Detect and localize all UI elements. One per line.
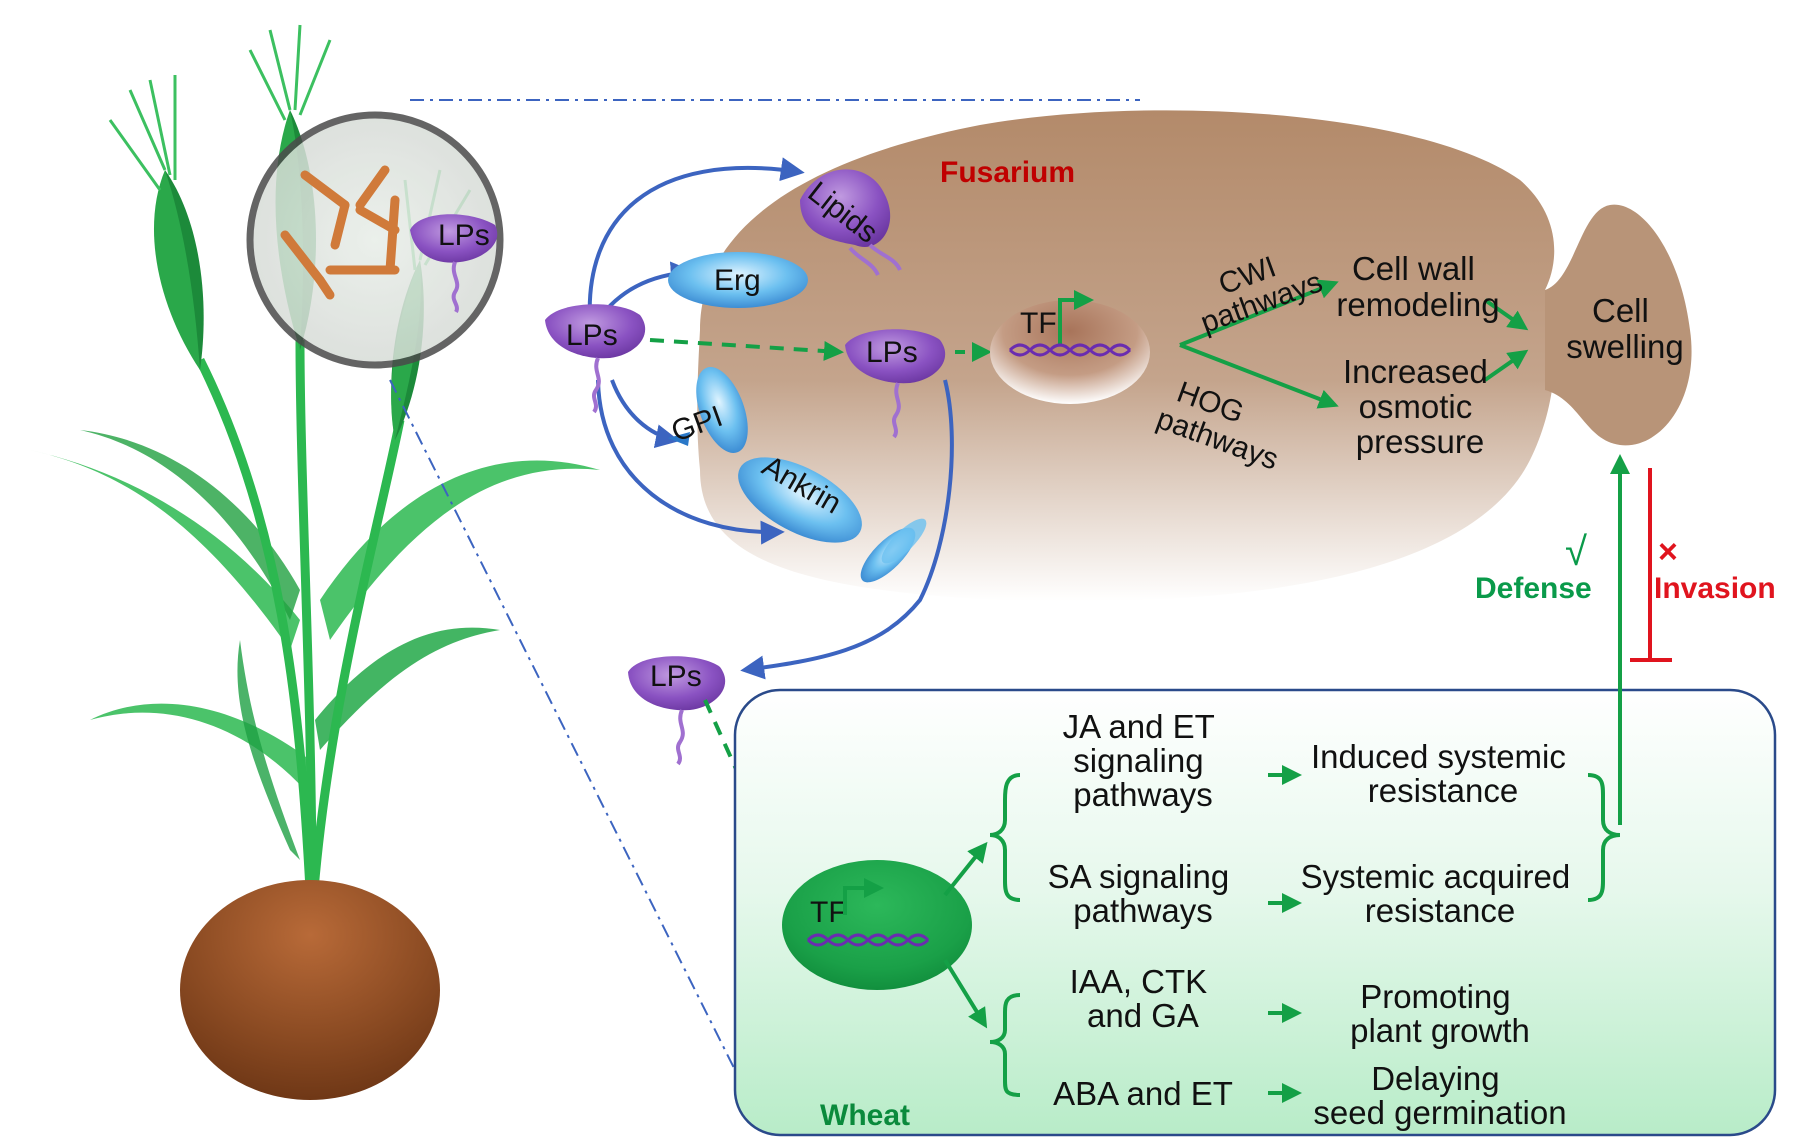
growth-line2: plant growth	[1350, 1012, 1530, 1049]
osmotic-line2: osmotic	[1359, 388, 1473, 425]
stem	[295, 339, 317, 891]
wheat-title: Wheat	[820, 1099, 910, 1132]
germ-line1: Delaying	[1371, 1060, 1499, 1097]
cell-swelling-bud	[1545, 204, 1692, 446]
aba-et: ABA and ET	[1053, 1075, 1233, 1112]
iaa-ctk-ga: IAA, CTK and GA	[1070, 963, 1217, 1034]
membrane-channel	[860, 518, 927, 583]
cell-swelling: Cell swelling	[1566, 292, 1683, 365]
swelling-line2: swelling	[1566, 328, 1683, 365]
leaf	[315, 627, 500, 750]
zoom-lps-label: LPs	[438, 219, 490, 252]
isr-line1: Induced systemic	[1311, 738, 1566, 775]
ja-line3: pathways	[1073, 776, 1212, 813]
erg-label: Erg	[714, 264, 761, 297]
sar-line2: resistance	[1365, 892, 1515, 929]
delaying-seed-germination: Delaying seed germination	[1313, 1060, 1566, 1131]
arrow-to-defense-branch	[943, 841, 988, 897]
increased-osmotic-pressure: Increased osmotic pressure	[1343, 353, 1497, 460]
gpi-anchor: GPI	[667, 367, 748, 453]
arrow-to-lipids	[587, 157, 805, 321]
osmotic-line3: pressure	[1356, 423, 1484, 460]
x-mark: ×	[1658, 533, 1678, 571]
wheat-transcription-start-arrow	[843, 878, 884, 915]
wheat-branch-arrows	[943, 454, 1630, 1103]
fungal-tf-nucleus: TF	[990, 290, 1150, 404]
resistance-bracket	[1587, 773, 1621, 902]
growth-bracket	[989, 993, 1021, 1097]
systemic-acquired-resistance: Systemic acquired resistance	[1301, 858, 1580, 929]
zoom-circle: LPs	[246, 111, 504, 369]
lipopeptide-blob: LPs	[410, 214, 498, 313]
ja-line2: signaling	[1073, 742, 1203, 779]
fusarium-title: Fusarium	[940, 156, 1075, 189]
fungal-pathway-arrows	[1179, 279, 1529, 409]
cell-wall-remodeling: Cell wall remodeling	[1336, 250, 1499, 323]
isr-line2: resistance	[1368, 772, 1518, 809]
check-mark: √	[1565, 530, 1587, 574]
lps-secreted-label: LPs	[650, 660, 702, 693]
ja-line1: JA and ET	[1063, 708, 1215, 745]
zoom-guide-line	[389, 379, 741, 1081]
lps-entry-arrow	[649, 338, 844, 361]
arrow-osmotic-to-swelling	[1483, 349, 1529, 382]
arrow-secretion	[740, 379, 954, 680]
induced-systemic-resistance: Induced systemic resistance	[1311, 738, 1575, 809]
wheat-tf-nucleus: TF	[782, 860, 972, 990]
arrow-to-growth-branch	[943, 958, 988, 1029]
fusarium-hyphae	[280, 165, 400, 300]
arrow-to-gpi	[610, 379, 680, 448]
sa-line2: pathways	[1073, 892, 1212, 929]
wheat-tf-label: TF	[810, 896, 847, 929]
lps-outside-molecule: LPs	[545, 304, 646, 414]
invasion-indicator: × Invasion	[1630, 468, 1776, 662]
defense-label: Defense	[1475, 572, 1592, 605]
ergosterol-molecule: Erg	[668, 252, 808, 308]
transcription-start-arrow	[1058, 290, 1094, 345]
defense-bracket	[989, 773, 1021, 902]
lps-inside-label: LPs	[866, 336, 918, 369]
promoting-plant-growth: Promoting plant growth	[1350, 978, 1530, 1049]
arrow-to-osmotic	[1179, 343, 1339, 409]
leaf	[320, 460, 600, 640]
growth-line1: Promoting	[1360, 978, 1510, 1015]
soil-ball	[180, 880, 440, 1100]
fungal-tf-label: TF	[1020, 307, 1057, 340]
lps-outside-label: LPs	[566, 319, 618, 352]
stem	[195, 357, 315, 891]
lipids-molecule: Lipids	[800, 169, 902, 276]
lps-inside-molecule: LPs	[845, 329, 946, 439]
wheat-ear	[108, 75, 204, 370]
arrow-to-ankrin	[596, 379, 785, 545]
sa-line1: SA signaling	[1048, 858, 1230, 895]
wheat-response-box: Wheat	[733, 688, 1777, 1137]
stem	[309, 419, 405, 891]
defense-indicator: √ Defense	[1475, 530, 1592, 605]
arrow-wall-to-swelling	[1483, 298, 1529, 331]
leaf	[90, 703, 310, 790]
invasion-label: Invasion	[1654, 572, 1776, 605]
arrow-to-cell-wall	[1179, 279, 1339, 347]
cell-wall-line1: Cell wall	[1352, 250, 1475, 287]
ankyrin-protein: Ankrin	[738, 449, 862, 543]
sa-signaling: SA signaling pathways	[1048, 858, 1239, 929]
iaa-line1: IAA, CTK	[1070, 963, 1208, 1000]
sar-line1: Systemic acquired	[1301, 858, 1571, 895]
osmotic-line1: Increased	[1343, 353, 1488, 390]
swelling-line1: Cell	[1592, 292, 1649, 329]
ja-et-signaling: JA and ET signaling pathways	[1063, 708, 1224, 813]
iaa-line2: and GA	[1087, 997, 1199, 1034]
lps-secreted-molecule: LPs	[628, 656, 726, 766]
germ-line2: seed germination	[1313, 1094, 1566, 1131]
cell-wall-line2: remodeling	[1336, 286, 1499, 323]
